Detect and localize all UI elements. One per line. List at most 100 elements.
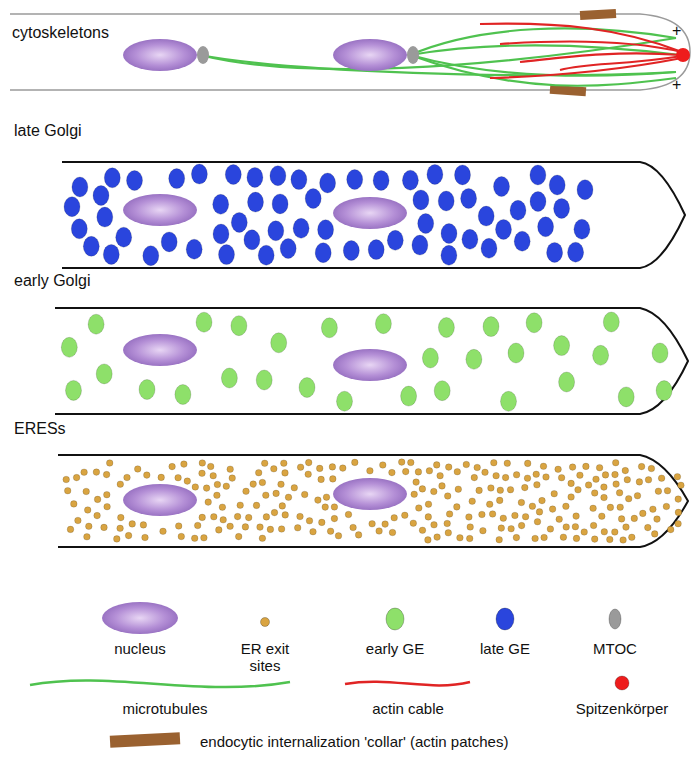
late-golgi bbox=[219, 245, 235, 265]
er-exit-site bbox=[508, 525, 515, 532]
er-exit-site bbox=[178, 533, 185, 540]
early-golgi bbox=[196, 312, 212, 332]
spitzenkorper bbox=[676, 48, 690, 62]
er-exit-site bbox=[310, 528, 317, 535]
early-golgi bbox=[299, 378, 315, 398]
nucleus bbox=[123, 334, 197, 366]
er-exit-site bbox=[590, 505, 597, 512]
late-golgi bbox=[549, 175, 565, 195]
late-golgi bbox=[413, 190, 429, 210]
er-exit-site bbox=[331, 515, 338, 522]
er-exit-site bbox=[211, 514, 218, 521]
er-exit-site bbox=[257, 524, 264, 531]
er-exit-site bbox=[315, 497, 322, 504]
er-exit-site bbox=[500, 515, 507, 522]
late-golgi bbox=[305, 189, 321, 209]
er-exit-site bbox=[601, 484, 608, 491]
late-golgi bbox=[272, 194, 288, 214]
er-exit-site bbox=[426, 468, 433, 475]
late-golgi bbox=[373, 170, 389, 190]
er-exit-site bbox=[129, 521, 136, 528]
mtoc bbox=[407, 46, 419, 64]
mtoc bbox=[197, 46, 209, 64]
er-exit-site bbox=[518, 522, 525, 529]
nucleus bbox=[333, 349, 407, 381]
late-golgi bbox=[258, 245, 274, 265]
er-exit-site bbox=[534, 482, 541, 489]
er-exit-site bbox=[568, 494, 575, 501]
late-golgi bbox=[270, 166, 286, 186]
er-exit-site bbox=[497, 487, 504, 494]
er-exit-site bbox=[319, 519, 326, 526]
er-exit-site bbox=[618, 516, 625, 523]
er-exit-site bbox=[507, 486, 514, 493]
er-exit-site bbox=[419, 527, 426, 534]
er-exit-site bbox=[73, 474, 80, 481]
legend-text: MTOC bbox=[593, 640, 637, 657]
er-exit-site bbox=[250, 481, 257, 488]
early-golgi bbox=[96, 364, 112, 384]
late-golgi bbox=[71, 219, 87, 239]
late-golgi bbox=[387, 230, 403, 250]
er-exit-site bbox=[223, 483, 230, 490]
early-golgi bbox=[271, 333, 287, 353]
er-exit-site bbox=[547, 526, 554, 533]
late-golgi bbox=[347, 170, 363, 190]
er-exit-site bbox=[638, 463, 645, 470]
er-exit-site bbox=[219, 504, 226, 511]
er-exit-site bbox=[425, 501, 432, 508]
er-exit-site bbox=[93, 469, 100, 476]
er-exit-site bbox=[612, 529, 619, 536]
er-exit-site bbox=[398, 459, 405, 466]
er-exit-site bbox=[318, 476, 325, 483]
late-golgi bbox=[478, 206, 494, 226]
er-exit-site bbox=[663, 503, 670, 510]
er-exit-site bbox=[675, 509, 682, 516]
late-golgi bbox=[320, 173, 336, 193]
er-exit-site bbox=[305, 471, 312, 478]
er-exit-site bbox=[84, 507, 91, 514]
er-exit-site bbox=[305, 459, 312, 466]
er-exit-site bbox=[624, 476, 631, 483]
late-golgi bbox=[343, 241, 359, 261]
nucleus bbox=[333, 39, 407, 71]
er-exit-site bbox=[106, 460, 113, 467]
er-exit-site bbox=[616, 490, 623, 497]
er-exit-site bbox=[629, 534, 636, 541]
er-exit-site bbox=[210, 472, 217, 479]
early-golgi bbox=[231, 316, 247, 336]
late-golgi bbox=[461, 188, 477, 208]
early-golgi bbox=[618, 387, 634, 407]
er-exit-site bbox=[496, 497, 503, 504]
late-golgi bbox=[213, 224, 229, 244]
er-exit-site bbox=[572, 523, 579, 530]
er-exit-site bbox=[350, 524, 357, 531]
er-exit-site bbox=[664, 487, 671, 494]
nucleus bbox=[123, 194, 197, 226]
er-exit-site bbox=[474, 464, 481, 471]
legend-text: late GE bbox=[480, 640, 530, 657]
legend-swatch bbox=[386, 608, 404, 630]
er-exit-site bbox=[330, 476, 337, 483]
er-exit-site bbox=[227, 466, 234, 473]
er-exit-site bbox=[369, 521, 376, 528]
er-exit-site bbox=[591, 490, 598, 497]
er-exit-site bbox=[446, 511, 453, 518]
er-exit-site bbox=[625, 495, 632, 502]
er-exit-site bbox=[297, 513, 304, 520]
er-exit-site bbox=[234, 513, 241, 520]
er-exit-site bbox=[75, 517, 82, 524]
er-exit-site bbox=[192, 484, 199, 491]
er-exit-site bbox=[281, 460, 288, 467]
hypha-outline bbox=[62, 162, 685, 268]
er-exit-site bbox=[237, 502, 244, 509]
er-exit-site bbox=[620, 537, 627, 544]
er-exit-site bbox=[245, 514, 252, 521]
late-golgi bbox=[72, 177, 88, 197]
er-exit-site bbox=[134, 466, 141, 473]
er-exit-site bbox=[454, 468, 461, 475]
er-exit-site bbox=[263, 514, 270, 521]
er-exit-site bbox=[522, 513, 529, 520]
er-exit-site bbox=[437, 472, 444, 479]
legend-text: actin cable bbox=[372, 700, 444, 717]
